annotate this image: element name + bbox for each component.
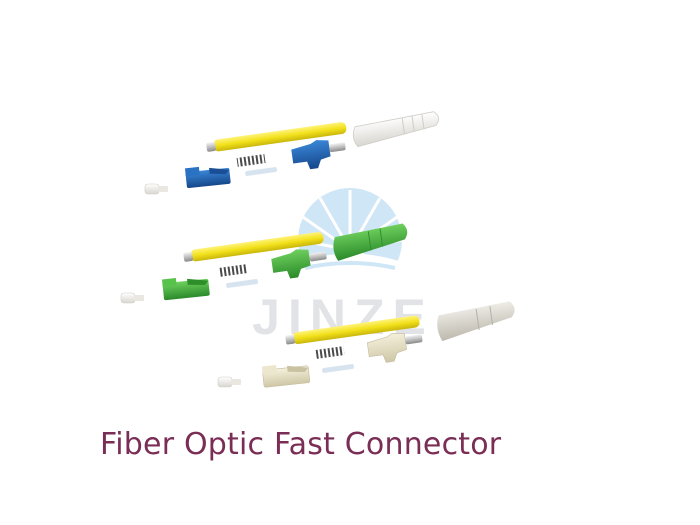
fiber-stub	[245, 167, 278, 176]
connector-back-body	[271, 249, 327, 279]
fiber-sleeve	[285, 315, 420, 345]
spring	[315, 346, 345, 359]
strain-relief-boot	[437, 301, 515, 342]
dust-cap	[217, 376, 241, 388]
strain-relief-boot	[352, 111, 440, 148]
beige-lc-connector-kit	[217, 301, 515, 388]
product-caption: Fiber Optic Fast Connector	[100, 427, 502, 462]
fiber-stub	[322, 364, 355, 373]
lc-front-housing	[261, 365, 311, 388]
blue-lc-connector-kit	[144, 111, 440, 195]
strain-relief-boot	[333, 223, 408, 261]
spring	[218, 264, 248, 277]
fiber-stub	[226, 279, 259, 288]
fiber-sleeve	[206, 122, 347, 152]
dust-cap	[120, 292, 144, 304]
connector-back-body	[366, 332, 423, 363]
fiber-sleeve	[183, 232, 324, 262]
spring	[236, 154, 266, 167]
dust-cap	[144, 183, 168, 195]
connector-back-body	[291, 140, 346, 170]
green-lc-connector-kit	[120, 223, 408, 304]
lc-front-housing	[161, 278, 210, 301]
lc-front-housing	[184, 166, 231, 189]
